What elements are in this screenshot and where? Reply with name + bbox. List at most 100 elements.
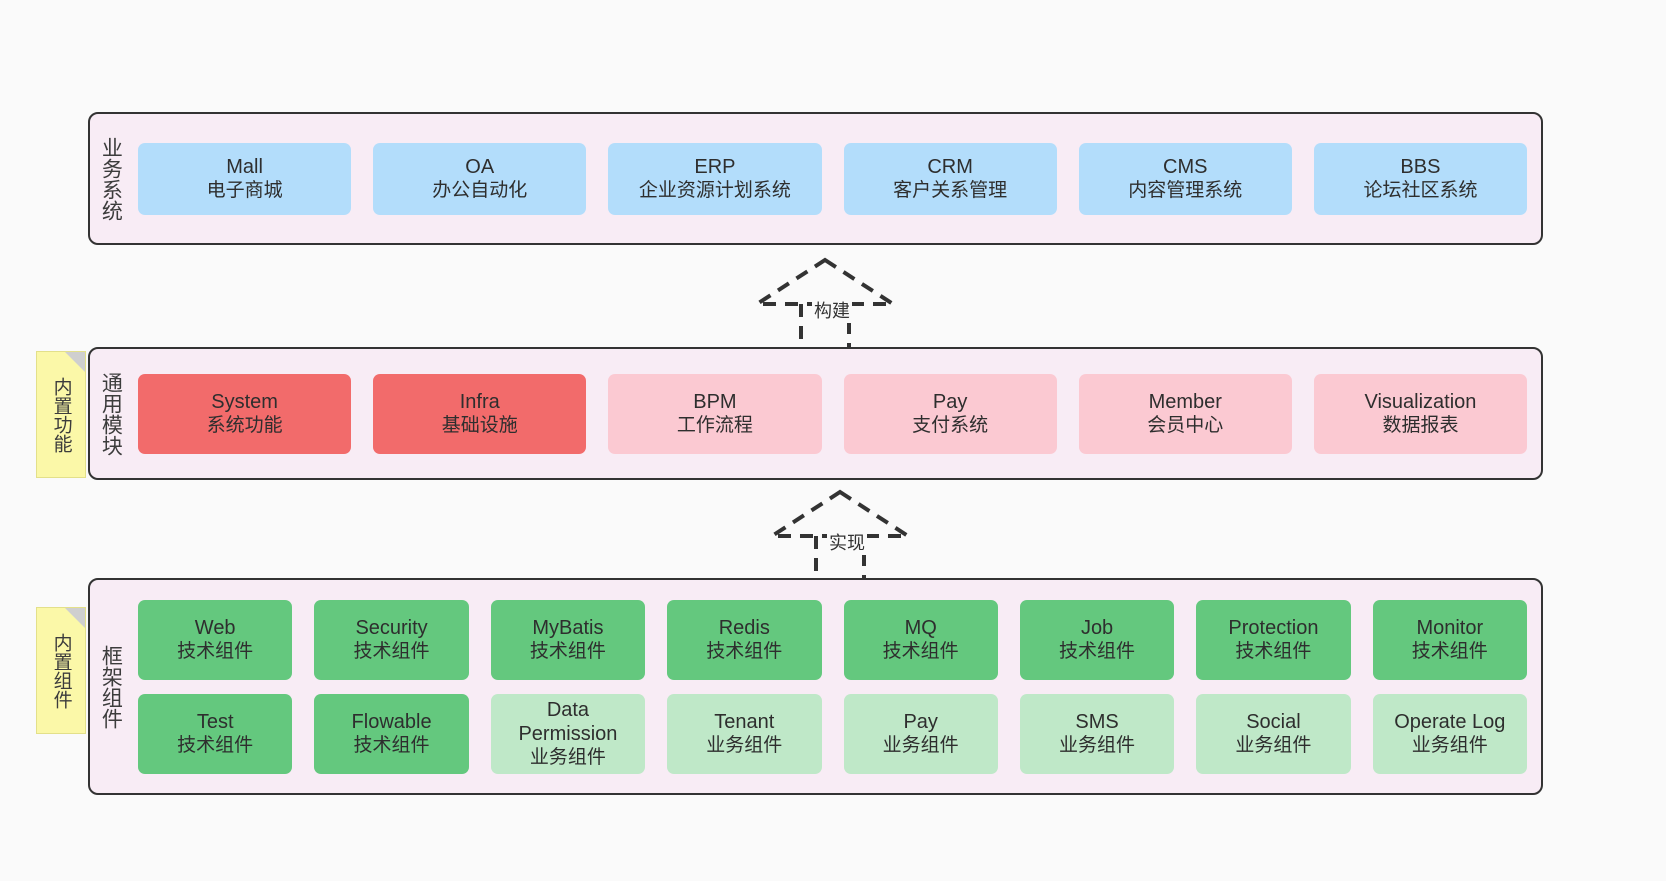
card-pay-component[interactable]: Pay 业务组件 [843, 693, 998, 774]
card-grid-business-systems: Mall 电子商城 OA 办公自动化 ERP 企业资源计划系统 CRM 客户关系… [130, 114, 1541, 243]
card-title-cn: 会员中心 [1147, 415, 1224, 437]
card-operate-log[interactable]: Operate Log 业务组件 [1372, 693, 1527, 774]
card-title-en: Member [1148, 390, 1222, 413]
card-title-en: CRM [927, 155, 973, 178]
card-row: Test 技术组件 Flowable 技术组件 Data Permission … [138, 693, 1527, 774]
card-protection[interactable]: Protection 技术组件 [1196, 599, 1351, 680]
card-title-cn: 技术组件 [177, 735, 254, 757]
card-grid-common-modules: System 系统功能 Infra 基础设施 BPM 工作流程 Pay 支付系统… [130, 349, 1541, 478]
card-title-en: Infra [459, 390, 500, 413]
card-bpm[interactable]: BPM 工作流程 [608, 373, 822, 454]
card-title-en: OA [465, 155, 495, 178]
card-title-en: MyBatis [532, 616, 604, 639]
card-title-cn: 业务组件 [1411, 735, 1488, 757]
note-built-in-features: 内置功能 [36, 351, 86, 478]
card-mybatis[interactable]: MyBatis 技术组件 [490, 599, 646, 680]
card-title-en: Pay [932, 390, 968, 413]
arrowhead-triangle-icon [765, 489, 915, 538]
layer-title-business-systems: 业务系统 [99, 136, 123, 221]
card-title-cn: 业务组件 [1235, 735, 1312, 757]
connector-implement: 实现 [765, 489, 955, 586]
card-title-cn: 技术组件 [353, 641, 430, 663]
card-title-cn: 技术组件 [1235, 641, 1312, 663]
card-mq[interactable]: MQ 技术组件 [843, 599, 998, 680]
card-title-en: Mall [226, 155, 263, 178]
card-infra[interactable]: Infra 基础设施 [373, 373, 587, 454]
card-system[interactable]: System 系统功能 [138, 373, 352, 454]
card-title-cn: 企业资源计划系统 [638, 180, 791, 202]
layer-common-modules: 通用模块 System 系统功能 Infra 基础设施 BPM 工作流程 Pay [88, 347, 1543, 480]
card-title-cn: 业务组件 [882, 735, 959, 757]
card-row: Mall 电子商城 OA 办公自动化 ERP 企业资源计划系统 CRM 客户关系… [138, 142, 1528, 215]
card-title-en: SMS [1075, 710, 1119, 733]
card-title-en: Monitor [1416, 616, 1484, 639]
card-member[interactable]: Member 会员中心 [1078, 373, 1292, 454]
note-label: 内置组件 [50, 632, 72, 709]
card-erp[interactable]: ERP 企业资源计划系统 [608, 142, 822, 215]
card-title-en: BBS [1400, 155, 1441, 178]
card-title-en: System [211, 390, 278, 413]
card-title-cn: 技术组件 [177, 641, 254, 663]
card-title-cn: 工作流程 [676, 415, 753, 437]
card-title-cn: 系统功能 [206, 415, 283, 437]
card-title-en: Security [355, 616, 428, 639]
card-oa[interactable]: OA 办公自动化 [373, 142, 587, 215]
card-title-cn: 技术组件 [882, 641, 959, 663]
card-title-cn: 技术组件 [1411, 641, 1488, 663]
card-web[interactable]: Web 技术组件 [138, 599, 293, 680]
card-title-en: Protection [1228, 616, 1319, 639]
card-title-cn: 办公自动化 [432, 180, 528, 202]
card-title-cn: 基础设施 [441, 415, 518, 437]
card-redis[interactable]: Redis 技术组件 [667, 599, 822, 680]
card-title-en: CMS [1163, 155, 1208, 178]
note-label: 内置功能 [50, 376, 72, 453]
card-row: System 系统功能 Infra 基础设施 BPM 工作流程 Pay 支付系统… [138, 373, 1528, 454]
note-built-in-components: 内置组件 [36, 607, 86, 734]
card-title-cn: 数据报表 [1382, 415, 1459, 437]
card-sms[interactable]: SMS 业务组件 [1019, 693, 1175, 774]
card-row: Web 技术组件 Security 技术组件 MyBatis 技术组件 Redi… [138, 599, 1527, 680]
card-title-en: BPM [693, 390, 737, 413]
card-bbs[interactable]: BBS 论坛社区系统 [1313, 142, 1528, 215]
card-title-en: Redis [718, 616, 770, 639]
card-title-en: ERP [694, 155, 736, 178]
card-title-cn: 技术组件 [529, 641, 606, 663]
card-title-en: Operate Log [1394, 710, 1506, 733]
card-title-cn: 客户关系管理 [893, 180, 1008, 202]
card-title-en: Web [194, 616, 236, 639]
arrowhead-triangle-icon [750, 257, 900, 306]
layer-title-common-modules: 通用模块 [99, 371, 123, 456]
card-title-cn: 技术组件 [1059, 641, 1136, 663]
card-title-en: Tenant [714, 710, 775, 733]
card-title-cn: 技术组件 [706, 641, 783, 663]
layer-title-framework-components: 框架组件 [99, 644, 123, 729]
card-job[interactable]: Job 技术组件 [1019, 599, 1175, 680]
card-title-cn: 论坛社区系统 [1363, 180, 1478, 202]
card-social[interactable]: Social 业务组件 [1196, 693, 1351, 774]
card-data-permission[interactable]: Data Permission 业务组件 [490, 693, 646, 774]
card-title-en: Social [1246, 710, 1301, 733]
card-tenant[interactable]: Tenant 业务组件 [667, 693, 822, 774]
card-title-cn: 技术组件 [353, 735, 430, 757]
layer-framework-components: 框架组件 Web 技术组件 Security 技术组件 MyBatis 技术组件… [88, 578, 1543, 795]
card-title-en: MQ [904, 616, 937, 639]
card-visualization[interactable]: Visualization 数据报表 [1313, 373, 1528, 454]
card-security[interactable]: Security 技术组件 [314, 599, 469, 680]
card-test[interactable]: Test 技术组件 [138, 693, 293, 774]
card-cms[interactable]: CMS 内容管理系统 [1078, 142, 1292, 215]
card-monitor[interactable]: Monitor 技术组件 [1372, 599, 1527, 680]
card-title-cn: 电子商城 [206, 180, 283, 202]
card-title-en: Pay [903, 710, 938, 733]
connector-label: 构建 [812, 297, 852, 323]
layer-business-systems: 业务系统 Mall 电子商城 OA 办公自动化 ERP 企业资源计划系统 CRM [88, 112, 1543, 245]
card-title-en: Test [196, 710, 234, 733]
card-pay-module[interactable]: Pay 支付系统 [843, 373, 1057, 454]
connector-label: 实现 [827, 529, 867, 555]
card-title-cn: 内容管理系统 [1128, 180, 1243, 202]
card-flowable[interactable]: Flowable 技术组件 [314, 693, 469, 774]
card-title-en: Job [1080, 616, 1114, 639]
card-title-en: Data Permission [518, 698, 618, 745]
card-crm[interactable]: CRM 客户关系管理 [843, 142, 1057, 215]
card-mall[interactable]: Mall 电子商城 [138, 142, 352, 215]
